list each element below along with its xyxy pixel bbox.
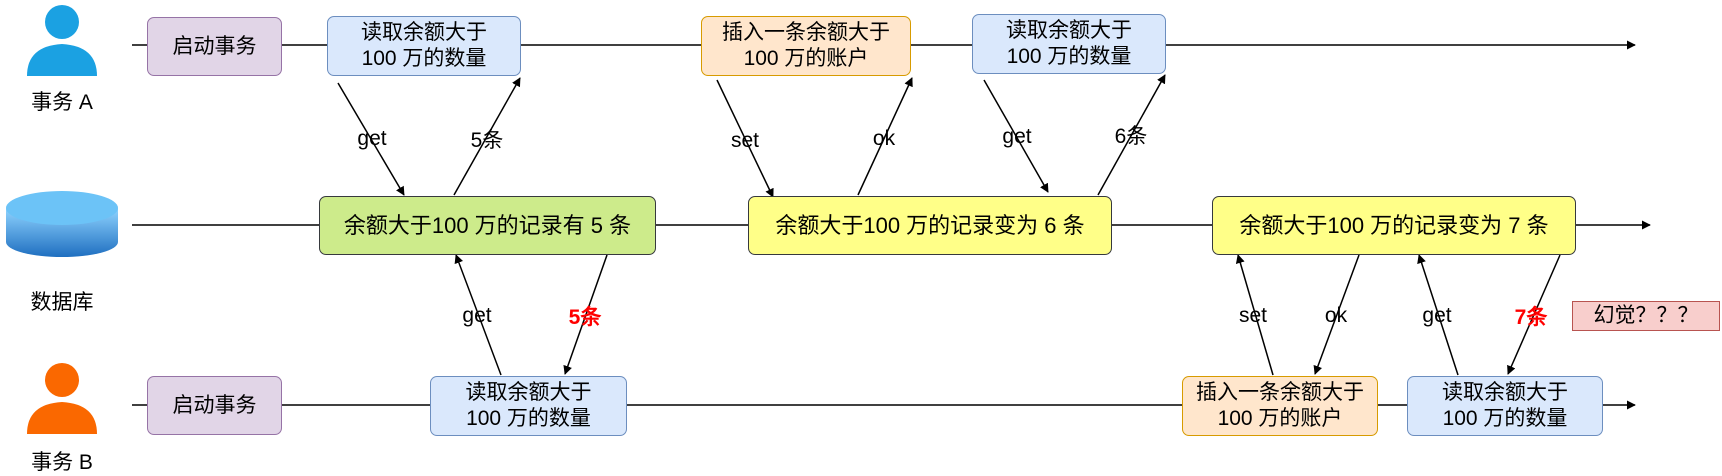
arrow-a-ret2: [1097, 74, 1166, 196]
arrow-b-ret2: [1507, 254, 1561, 375]
person-icon-a: [27, 5, 97, 76]
edge-label-b-get1: get: [462, 304, 492, 327]
arrow-b-set: [1235, 254, 1274, 376]
edge-label-a-get1: get: [357, 127, 387, 150]
db-state1-box: 余额大于100 万的记录有 5 条: [319, 196, 656, 255]
arrow-a-get1: [337, 82, 405, 196]
db-state2-box: 余额大于100 万的记录变为 6 条: [748, 196, 1112, 255]
arrow-a-set: [716, 79, 774, 198]
edge-label-b-set: set: [1238, 304, 1268, 327]
arrow-b-ok: [1313, 254, 1360, 375]
edge-label-a-get2: get: [1002, 125, 1032, 148]
b-read1-box: 读取余额大于 100 万的数量: [430, 376, 627, 436]
arrow-b-get1: [454, 254, 502, 376]
actor-label-a: 事务 A: [31, 91, 93, 114]
edge-label-a-ret1: 5条: [470, 129, 504, 152]
b-insert-box: 插入一条余额大于 100 万的账户: [1182, 376, 1378, 436]
arrow-a-ret1: [453, 77, 521, 196]
actor-label-db: 数据库: [30, 291, 94, 314]
edge-label-a-set: set: [730, 129, 760, 152]
edge-label-a-ok: ok: [872, 127, 896, 150]
a-start-box: 启动事务: [147, 17, 282, 76]
actor-label-b: 事务 B: [31, 451, 93, 474]
a-read2-box: 读取余额大于 100 万的数量: [972, 14, 1166, 74]
person-icon-b: [27, 363, 97, 434]
db-state3-box: 余额大于100 万的记录变为 7 条: [1212, 196, 1576, 255]
edge-label-b-ret2: 7条: [1514, 306, 1548, 329]
edge-label-b-ret1: 5条: [568, 306, 602, 329]
b-start-box: 启动事务: [147, 376, 282, 435]
edge-label-a-ret2: 6条: [1114, 125, 1148, 148]
arrow-a-get2: [983, 79, 1049, 193]
illusion-note: 幻觉？？？: [1572, 301, 1720, 331]
a-read1-box: 读取余额大于 100 万的数量: [327, 16, 521, 76]
arrow-b-get2: [1417, 254, 1459, 376]
a-insert-box: 插入一条余额大于 100 万的账户: [701, 16, 911, 76]
database-icon: [6, 191, 118, 257]
edge-label-b-get2: get: [1422, 304, 1452, 327]
edge-label-b-ok: ok: [1324, 304, 1348, 327]
arrow-a-ok: [857, 77, 913, 196]
arrow-b-ret1: [563, 254, 608, 375]
b-read2-box: 读取余额大于 100 万的数量: [1407, 376, 1603, 436]
